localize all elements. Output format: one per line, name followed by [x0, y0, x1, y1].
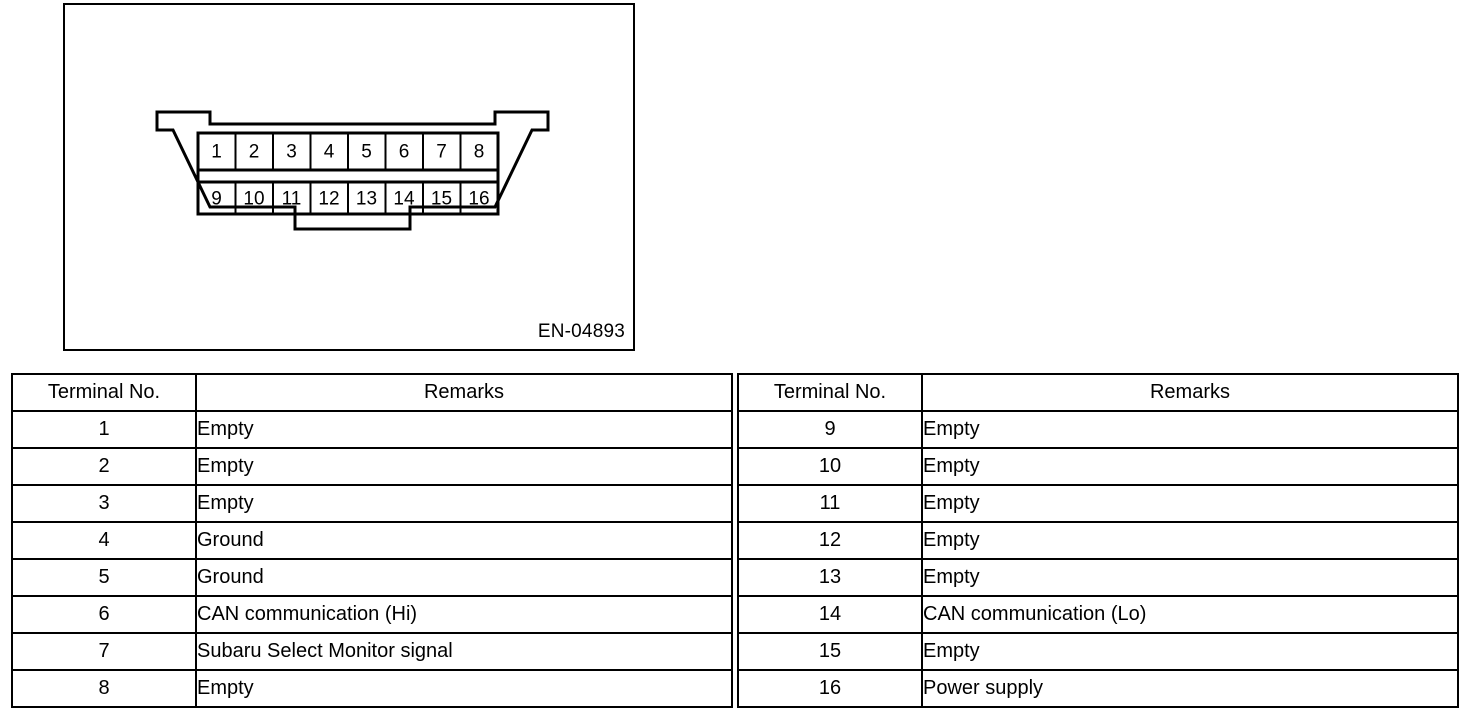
pin-number-16: 16 — [468, 188, 490, 210]
cell-remarks: Empty — [195, 447, 733, 486]
pin-number-10: 10 — [243, 188, 265, 210]
cell-remarks: Ground — [195, 558, 733, 597]
table-header-row: Terminal No. Remarks — [11, 373, 733, 412]
pin-number-1: 1 — [211, 141, 222, 163]
cell-remarks: Empty — [195, 669, 733, 708]
cell-remarks: Empty — [921, 558, 1459, 597]
table-header-row: Terminal No. Remarks — [737, 373, 1459, 412]
cell-terminal-no: 15 — [737, 632, 923, 671]
cell-remarks: Empty — [921, 484, 1459, 523]
pin-number-9: 9 — [211, 188, 222, 210]
cell-terminal-no: 10 — [737, 447, 923, 486]
cell-terminal-no: 13 — [737, 558, 923, 597]
connector-figure-panel: 1 2 3 4 5 6 7 8 9 10 11 12 13 14 15 16 E… — [63, 3, 635, 351]
pin-number-7: 7 — [436, 141, 447, 163]
pin-number-12: 12 — [318, 188, 340, 210]
header-terminal-no: Terminal No. — [11, 373, 197, 412]
cell-terminal-no: 14 — [737, 595, 923, 634]
pin-number-5: 5 — [361, 141, 372, 163]
cell-terminal-no: 8 — [11, 669, 197, 708]
pin-number-8: 8 — [473, 141, 485, 163]
cell-remarks: Ground — [195, 521, 733, 560]
cell-remarks: Empty — [921, 447, 1459, 486]
cell-remarks: Power supply — [921, 669, 1459, 708]
cell-remarks: CAN communication (Lo) — [921, 595, 1459, 634]
header-remarks: Remarks — [195, 373, 733, 412]
pin-number-15: 15 — [430, 188, 453, 210]
pin-number-3: 3 — [286, 141, 297, 163]
header-remarks: Remarks — [921, 373, 1459, 412]
cell-remarks: Empty — [195, 410, 733, 449]
cell-terminal-no: 1 — [11, 410, 197, 449]
figure-reference-code: EN-04893 — [537, 321, 625, 342]
pin-number-2: 2 — [248, 141, 260, 163]
pin-number-14: 14 — [393, 188, 415, 210]
header-terminal-no: Terminal No. — [737, 373, 923, 412]
cell-terminal-no: 5 — [11, 558, 197, 597]
cell-terminal-no: 3 — [11, 484, 197, 523]
cell-remarks: Empty — [921, 521, 1459, 560]
cell-remarks: Empty — [921, 632, 1459, 671]
cell-terminal-no: 4 — [11, 521, 197, 560]
cell-remarks: CAN communication (Hi) — [195, 595, 733, 634]
cell-terminal-no: 9 — [737, 410, 923, 449]
cell-terminal-no: 11 — [737, 484, 923, 523]
connector-outline-drawing — [155, 110, 550, 231]
cell-remarks: Empty — [195, 484, 733, 523]
cell-remarks: Subaru Select Monitor signal — [195, 632, 733, 671]
cell-terminal-no: 7 — [11, 632, 197, 671]
cell-terminal-no: 16 — [737, 669, 923, 708]
pin-number-4: 4 — [323, 141, 335, 163]
cell-terminal-no: 2 — [11, 447, 197, 486]
cell-remarks: Empty — [921, 410, 1459, 449]
pin-number-13: 13 — [355, 188, 378, 210]
pin-number-11: 11 — [281, 188, 302, 210]
cell-terminal-no: 6 — [11, 595, 197, 634]
pin-number-6: 6 — [398, 141, 410, 163]
cell-terminal-no: 12 — [737, 521, 923, 560]
